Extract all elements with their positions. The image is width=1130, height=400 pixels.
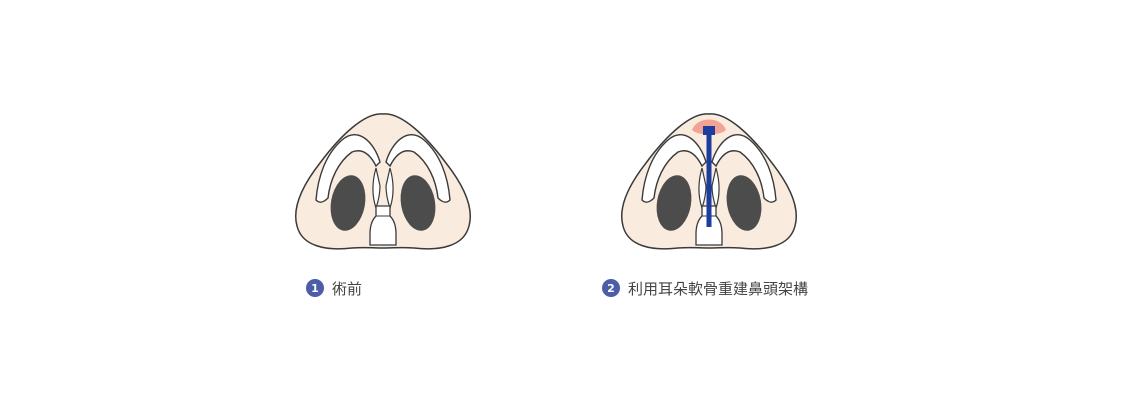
nostril-left bbox=[656, 175, 692, 231]
columella bbox=[369, 205, 397, 246]
nostril-right bbox=[726, 175, 762, 231]
step-caption-2: 2 利用耳朵軟骨重建鼻頭架構 bbox=[602, 276, 808, 300]
columellar-strut-implant bbox=[703, 126, 715, 227]
nostril-left bbox=[330, 175, 366, 231]
step-number-badge: 2 bbox=[602, 279, 620, 297]
step-label: 術前 bbox=[332, 279, 363, 298]
step-label: 利用耳朵軟骨重建鼻頭架構 bbox=[628, 279, 809, 298]
nose-base-diagram-after bbox=[621, 113, 797, 250]
alar-cartilage-left bbox=[641, 134, 707, 210]
step-number-badge: 1 bbox=[306, 279, 324, 297]
nose-base-diagram-before bbox=[295, 113, 471, 250]
alar-cartilage-right bbox=[711, 134, 777, 210]
step-caption-1: 1 術前 bbox=[306, 276, 362, 300]
nostril-right bbox=[400, 175, 436, 231]
